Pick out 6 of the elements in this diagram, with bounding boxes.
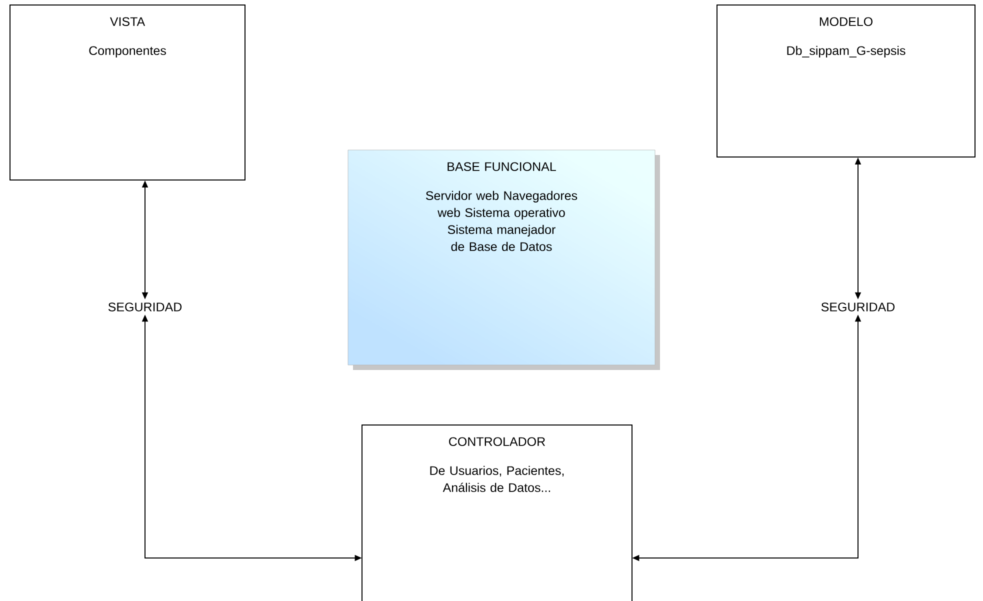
component-box: MODELO Db_sippam_G-sepsis (716, 4, 976, 158)
layer-label: SEGURIDAD (821, 302, 895, 312)
info-box: BASE FUNCIONAL Servidor web Navegadores web Sistema operativo Sistema manejador de Base de Datos (348, 150, 660, 370)
layer-label: SEGURIDAD (108, 302, 182, 312)
component-box: CONTROLADOR De Usuarios, Pacientes, Análisis de Datos... (362, 424, 632, 601)
component-box: VISTA Componentes (10, 4, 246, 180)
